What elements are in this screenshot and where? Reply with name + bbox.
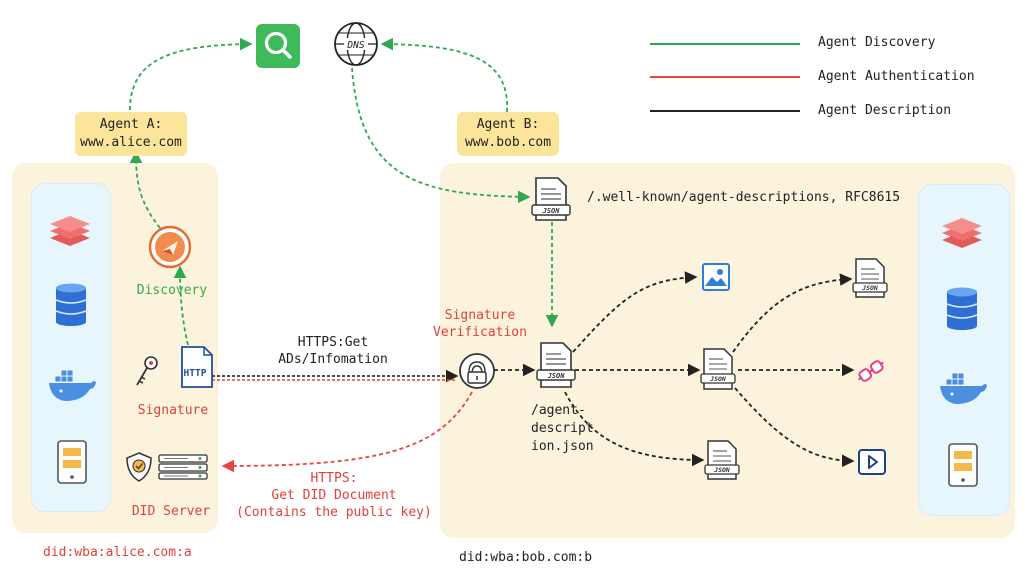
edge-http-to-discovery [173, 265, 189, 346]
json-mid-icon: JSON [700, 348, 736, 390]
well-known-json-label: JSON [542, 207, 561, 215]
signature-verification-line1: Signature [444, 308, 516, 323]
edge-discovery-to-agenta [129, 150, 161, 229]
http-file-icon: HTTP [181, 346, 213, 388]
edge-agenta-to-search [129, 37, 253, 111]
https-get-line1: HTTPS:Get [297, 335, 369, 350]
json-mid-label: JSON [709, 375, 726, 383]
agent-description-json-label: JSON [547, 372, 566, 380]
signature-verification-label: Signature Verification [420, 307, 540, 341]
json-bottom-label: JSON [713, 466, 730, 474]
edge-verification-to-didserver [221, 391, 473, 473]
layers-icon-bob [942, 218, 982, 248]
edge-agentdesc-to-json-bottom [564, 391, 705, 467]
legend-label-authentication: Agent Authentication [818, 69, 975, 84]
discovery-label: Discovery [136, 283, 208, 298]
well-known-label: /.well-known/agent-descriptions, RFC8615 [587, 190, 901, 205]
discovery-icon [148, 225, 192, 269]
fingerprint-lock-icon [459, 353, 495, 389]
server-icon [158, 454, 208, 480]
legend-label-description: Agent Description [818, 103, 952, 118]
dns-globe-icon: DNS [334, 22, 378, 66]
agent-b-tag: Agent B: www.bob.com [457, 112, 559, 156]
agent-description-file-line1: /agent- [531, 403, 586, 418]
agent-description-file-line3: ion.json [531, 439, 594, 454]
shield-icon [126, 452, 152, 482]
json-bottom-icon: JSON [704, 440, 740, 480]
plug-icon [858, 360, 884, 382]
did-server-label: DID Server [131, 504, 211, 519]
agent-description-file-line2: descript [531, 421, 594, 436]
json-top-icon: JSON [852, 258, 888, 298]
play-icon [858, 449, 886, 475]
image-icon [702, 263, 730, 291]
signature-verification-line2: Verification [433, 325, 527, 340]
edge-agentb-to-dns [380, 37, 508, 113]
device-icon [57, 440, 87, 484]
https-get-label: HTTPS:Get ADs/Infomation [258, 334, 408, 368]
dns-label: DNS [346, 40, 364, 51]
search-icon [256, 24, 300, 68]
bob-did: did:wba:bob.com:b [459, 550, 593, 565]
https-did-line1: HTTPS: [310, 471, 358, 486]
agent-a-title: Agent A: [99, 117, 163, 132]
https-get-line2: ADs/Infomation [278, 352, 388, 367]
agent-a-domain: www.alice.com [80, 135, 182, 150]
https-did-line2: Get DID Document [271, 488, 397, 503]
layers-icon [50, 216, 90, 246]
http-file-label: HTTP [184, 368, 207, 379]
docker-icon-bob [940, 372, 987, 404]
database-icon-bob [946, 287, 978, 330]
json-top-label: JSON [861, 284, 878, 292]
edge-json-mid-to-json-top [732, 273, 853, 353]
database-icon [55, 283, 87, 326]
key-icon [136, 356, 158, 386]
agent-description-file-label: /agent- descript ion.json [531, 402, 594, 456]
edge-agentdesc-to-image [572, 271, 698, 353]
agent-b-domain: www.bob.com [464, 135, 552, 150]
edge-dns-to-wellknown [351, 67, 531, 204]
well-known-json-icon: JSON [531, 177, 571, 221]
agent-a-tag: Agent A: www.alice.com [75, 112, 187, 156]
legend-label-discovery: Agent Discovery [818, 35, 936, 50]
https-did-line3: (Contains the public key) [236, 505, 432, 520]
https-did-label: HTTPS: Get DID Document (Contains the pu… [234, 470, 434, 521]
agent-description-json-icon: JSON [536, 342, 576, 388]
alice-did: did:wba:alice.com:a [43, 545, 192, 560]
signature-label: Signature [137, 403, 209, 418]
device-icon-bob [948, 443, 978, 487]
docker-icon [49, 369, 96, 401]
agent-b-title: Agent B: [476, 117, 540, 132]
edge-json-mid-to-play [734, 387, 855, 468]
